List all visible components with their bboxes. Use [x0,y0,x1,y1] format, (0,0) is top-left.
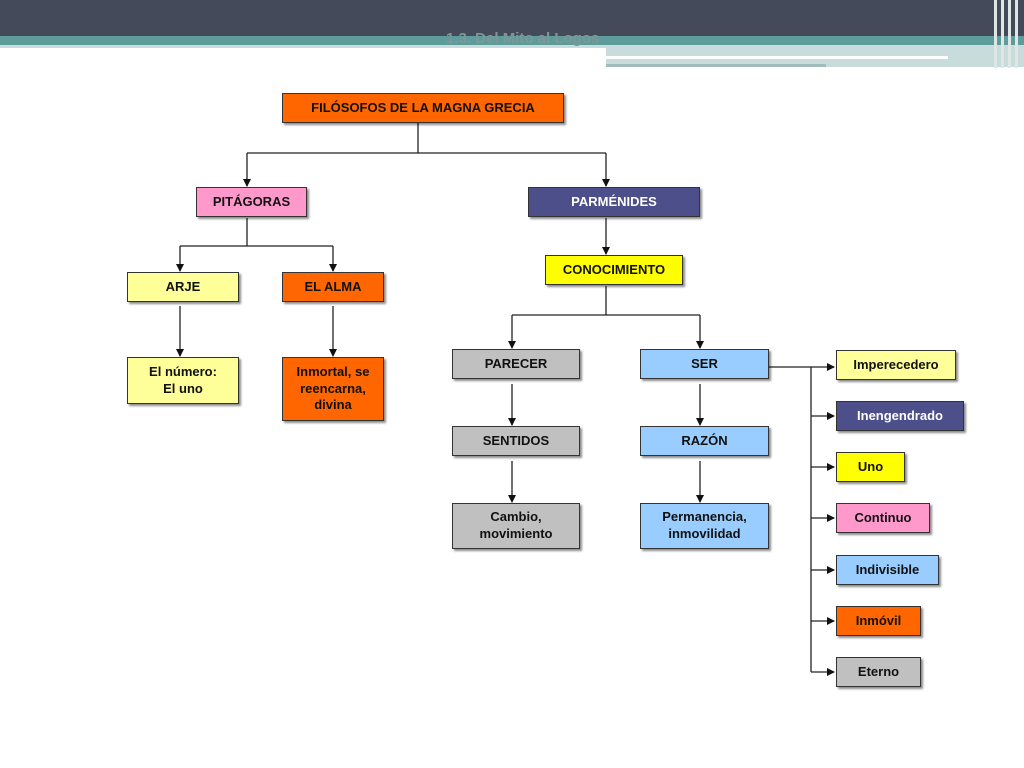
header-accent-band [0,36,1024,45]
node-el-numero: El número: El uno [127,357,239,404]
connector-conocimiento-branch [512,286,700,316]
header-stripe [994,0,997,68]
node-permanencia-inmovilidad: Permanencia, inmovilidad [640,503,769,549]
connector-root-branch [247,123,419,154]
header-band-line [606,64,826,67]
node-arje: ARJE [127,272,239,302]
header-stripe [1001,0,1004,68]
header-stripe [1008,0,1011,68]
header-stripe [1015,0,1018,68]
node-sentidos: SENTIDOS [452,426,580,456]
node-razon: RAZÓN [640,426,769,456]
connector-ser-attributes [769,366,812,672]
node-conocimiento: CONOCIMIENTO [545,255,683,285]
node-cambio-movimiento: Cambio, movimiento [452,503,580,549]
node-filosofos-magna-grecia: FILÓSOFOS DE LA MAGNA GRECIA [282,93,564,123]
node-inengendrado: Inengendrado [836,401,964,431]
node-indivisible: Indivisible [836,555,939,585]
node-eterno: Eterno [836,657,921,687]
node-inmovil: Inmóvil [836,606,921,636]
node-parecer: PARECER [452,349,580,379]
node-uno: Uno [836,452,905,482]
slide-title: 1.3. Del Mito al Logos [446,30,600,47]
node-imperecedero: Imperecedero [836,350,956,380]
node-el-alma: EL ALMA [282,272,384,302]
node-pitagoras: PITÁGORAS [196,187,307,217]
top-header-bar [0,0,1024,36]
node-parmenides: PARMÉNIDES [528,187,700,217]
node-continuo: Continuo [836,503,930,533]
header-band-line [606,56,948,59]
header-accent-line [0,45,606,48]
connector-pitagoras-branch [180,218,333,247]
node-inmortal: Inmortal, se reencarna, divina [282,357,384,421]
node-ser: SER [640,349,769,379]
